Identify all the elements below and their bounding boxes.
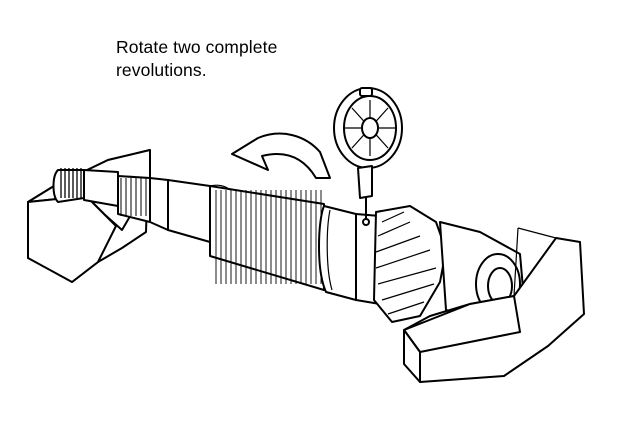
- right-v-block: [403, 227, 585, 383]
- dial-indicator: [333, 87, 403, 226]
- instruction-line-2: revolutions.: [116, 60, 207, 80]
- shaft: [52, 168, 381, 305]
- rotation-arrow: [231, 132, 331, 179]
- instruction-caption: Rotate two complete revolutions.: [116, 36, 277, 82]
- instruction-line-1: Rotate two complete: [116, 37, 278, 57]
